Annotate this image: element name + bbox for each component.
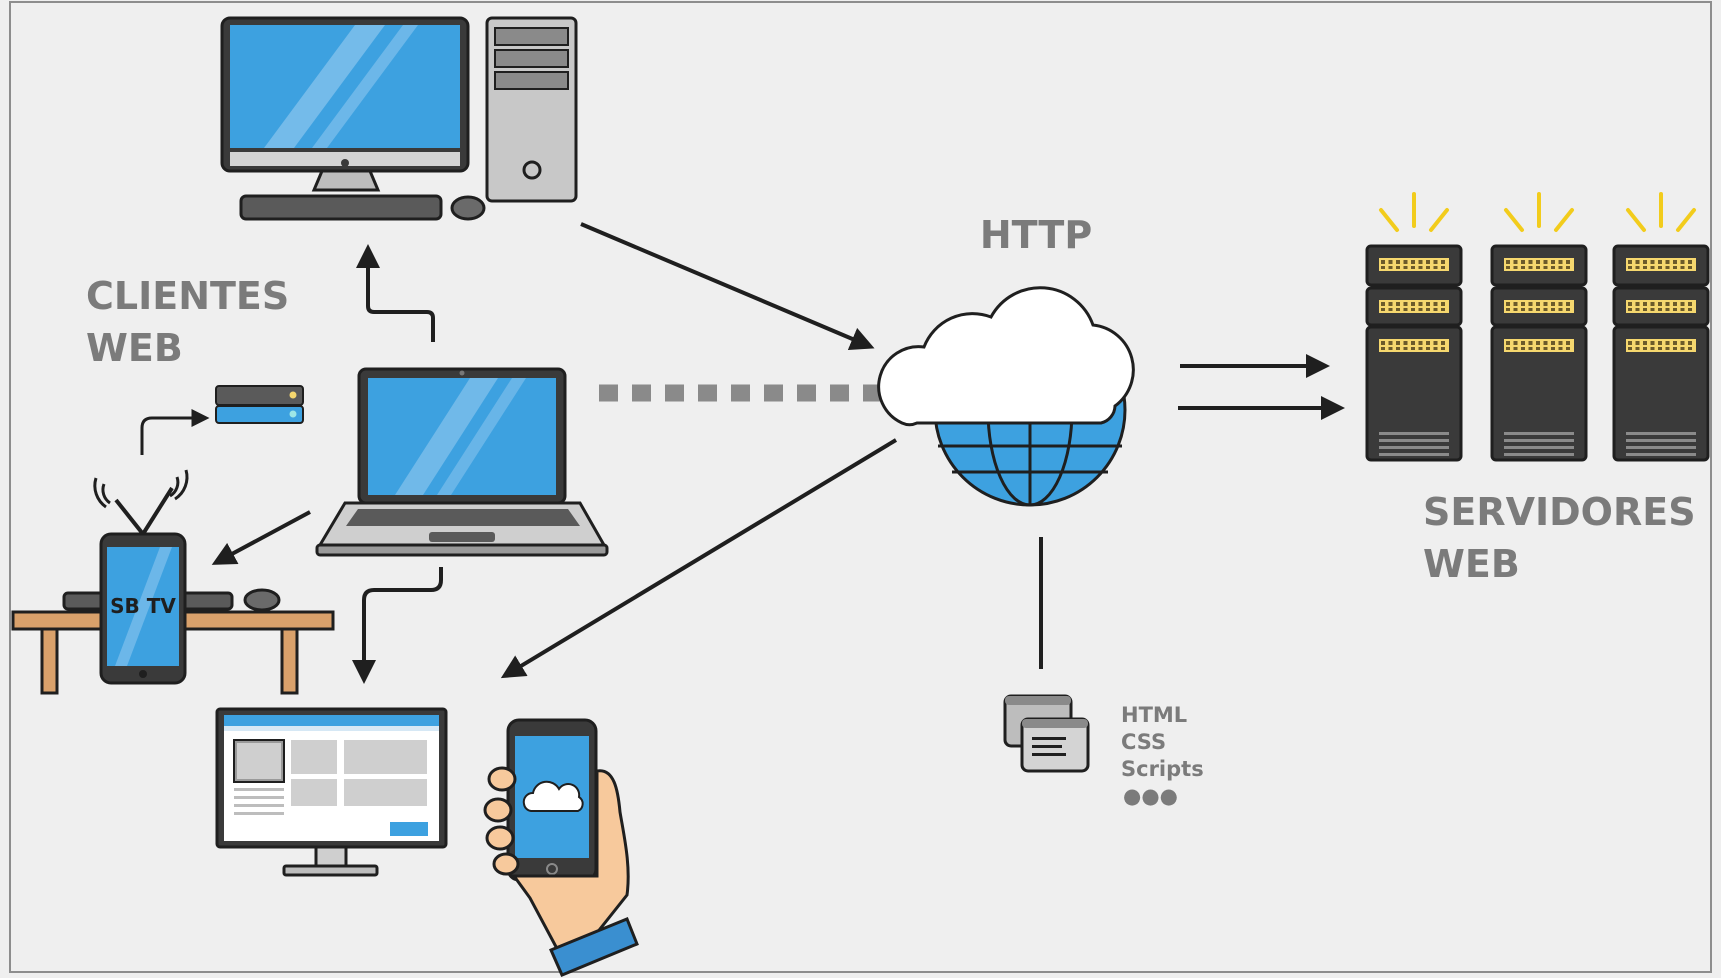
resource-scripts: Scripts — [1121, 757, 1204, 781]
browser-monitor-icon — [215, 707, 448, 877]
servers-label-line1: SERVIDORES — [1423, 490, 1696, 534]
arrow-laptop-to-desktop — [356, 244, 435, 342]
arrow-laptop-to-monitor — [352, 567, 443, 684]
arrow-to-router — [140, 409, 210, 455]
tv-label: SB TV — [110, 594, 176, 618]
resource-css: CSS — [1121, 730, 1166, 754]
server-rack-icon — [1365, 192, 1463, 462]
servers-label-line2: WEB — [1423, 542, 1520, 586]
cloud-globe-icon — [877, 286, 1135, 507]
clients-label-line2: WEB — [86, 326, 183, 370]
http-label: HTTP — [980, 213, 1092, 257]
laptop-icon — [315, 367, 609, 557]
resource-html: HTML — [1121, 703, 1187, 727]
server-rack-icon — [1612, 192, 1710, 462]
clients-label-line1: CLIENTES — [86, 274, 289, 318]
resource-more-dots: ●●● — [1123, 784, 1178, 808]
server-rack-icon — [1490, 192, 1588, 462]
arrow-cloud-to-phone — [500, 438, 898, 679]
arrow-desktop-to-cloud — [580, 222, 875, 351]
server-rack-group — [1365, 192, 1710, 462]
smartphone-in-hand-icon — [483, 718, 639, 977]
desktop-computer-icon — [220, 16, 578, 221]
smart-tv-icon: SB TV — [11, 469, 335, 695]
documents-icon — [1003, 694, 1090, 773]
arrow-laptop-to-tv — [211, 510, 311, 565]
diagram-frame — [9, 1, 1712, 973]
router-icon — [215, 385, 304, 424]
